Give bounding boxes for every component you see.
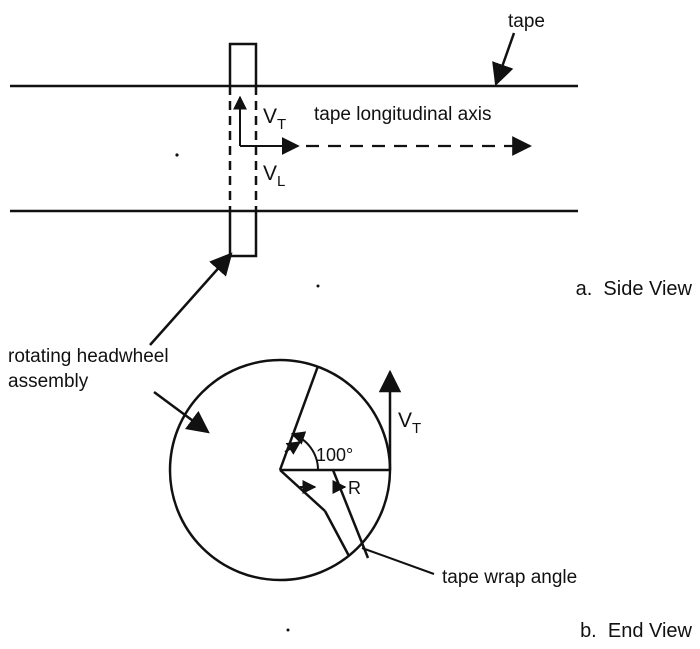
vl-label: VL bbox=[263, 162, 285, 190]
angle-arc bbox=[290, 431, 319, 471]
tape-label: tape bbox=[508, 11, 545, 32]
headwheel-pointer-arrow bbox=[149, 252, 233, 346]
assembly-pointer-arrow bbox=[153, 390, 210, 434]
stray-dot-2 bbox=[316, 284, 320, 288]
angle-arc-start-arrow bbox=[284, 441, 302, 455]
wrap-leader bbox=[361, 547, 435, 575]
wrap-radius-upper bbox=[278, 365, 320, 471]
vt-label-side: VT bbox=[263, 105, 286, 133]
end-view-caption: b. End View bbox=[580, 620, 692, 642]
tape-pointer-arrow bbox=[492, 32, 516, 87]
side-view-caption: a. Side View bbox=[576, 278, 693, 300]
stray-dot bbox=[175, 153, 179, 157]
wrap-chord bbox=[323, 510, 351, 557]
wrap-angle-label: tape wrap angle bbox=[442, 567, 577, 588]
radius-label: R bbox=[348, 478, 361, 498]
vt-label-end: VT bbox=[398, 409, 421, 437]
headwheel-side bbox=[228, 42, 258, 258]
stray-dot-3 bbox=[286, 628, 290, 632]
axis-label: tape longitudinal axis bbox=[314, 104, 491, 125]
angle-label: 100° bbox=[316, 445, 353, 465]
headwheel-label-line1: rotating headwheel bbox=[8, 346, 169, 367]
wrap-radius-lower bbox=[279, 469, 326, 512]
side-view: tape tape longitudinal axis VT VL rotati… bbox=[8, 11, 693, 392]
end-view: 100° R VT tape wrap angle b. End View bbox=[153, 284, 693, 642]
headwheel-label-line2: assembly bbox=[8, 371, 89, 392]
